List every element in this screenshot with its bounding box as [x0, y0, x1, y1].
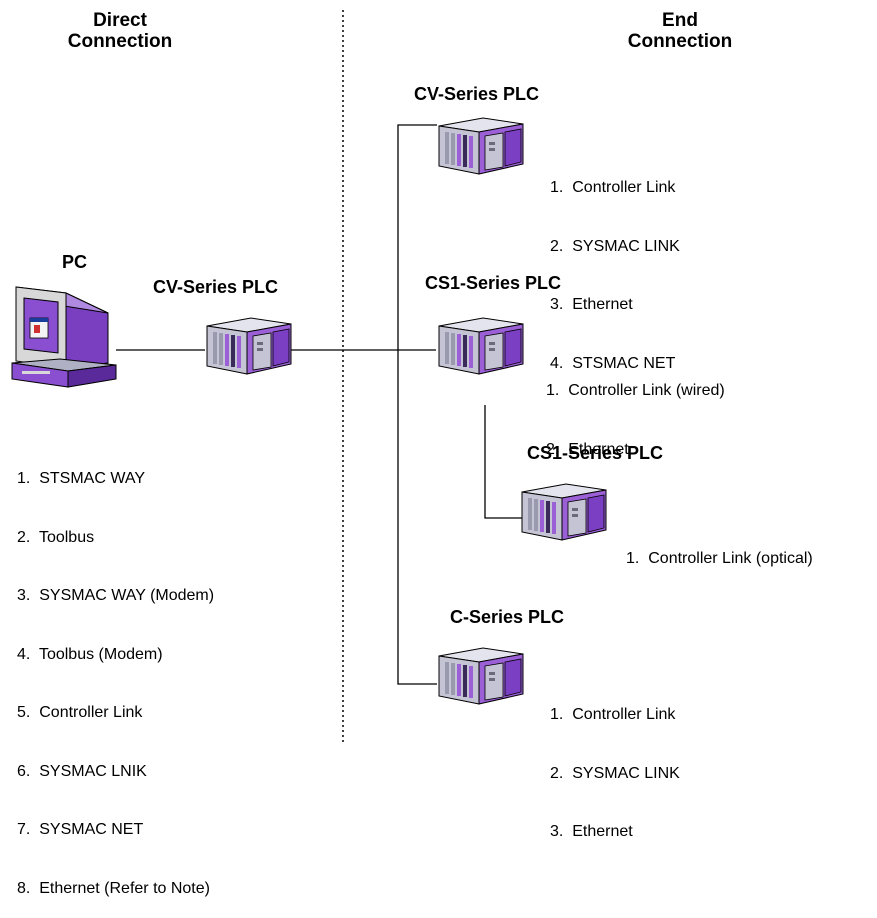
list-item: 2. Toolbus	[17, 528, 95, 546]
direct-plc-label: CV-Series PLC	[153, 277, 279, 297]
end-plc-3-label: CS1-Series PLC	[527, 443, 664, 463]
end-connection-header-line2: Connection	[627, 31, 733, 52]
end-connection-header-line1: End	[662, 10, 698, 31]
list-item: 6. SYSMAC LNIK	[17, 762, 147, 780]
list-item: 2. SYSMAC LINK	[550, 764, 680, 782]
list-item: 2. SYSMAC LINK	[550, 237, 680, 255]
list-item: 3. SYSMAC WAY (Modem)	[17, 587, 215, 604]
end-plc-1-label: CV-Series PLC	[414, 84, 540, 104]
list-item: 1. STSMAC WAY	[17, 470, 146, 487]
end-plc-2-label: CS1-Series PLC	[425, 273, 562, 293]
plc-icon	[437, 112, 525, 183]
list-item: 3. Ethernet	[550, 296, 633, 313]
direct-connection-header: Direct Connection	[55, 10, 185, 52]
connection-lines	[116, 10, 522, 742]
list-item: 7. SYSMAC NET	[17, 821, 144, 838]
end-plc-2-list: 1. Controller Link (wired) 2. Ethernet	[546, 342, 725, 479]
end-connection-header: End Connection	[605, 10, 755, 52]
plc-icon	[437, 642, 525, 713]
list-item: 2. Ethernet	[546, 440, 629, 458]
wire-cs1-to-cs1	[484, 405, 522, 519]
plc-icon	[437, 312, 525, 383]
list-item: 1. Controller Link (optical)	[626, 550, 813, 567]
plc-icon	[205, 312, 293, 383]
list-item: 1. Controller Link	[550, 706, 676, 723]
list-item: 4. Toolbus (Modem)	[17, 645, 163, 663]
list-item: 4. STSMAC NET	[550, 354, 676, 372]
pc-icon	[8, 283, 120, 398]
end-plc-4-label: C-Series PLC	[450, 607, 565, 627]
end-plc-4-list: 1. Controller Link 2. SYSMAC LINK 3. Eth…	[550, 666, 680, 861]
end-plc-1-list: 1. Controller Link 2. SYSMAC LINK 3. Eth…	[550, 139, 680, 393]
pc-label: PC	[62, 252, 88, 272]
pc-connection-list: 1. STSMAC WAY 2. Toolbus 3. SYSMAC WAY (…	[17, 430, 214, 918]
end-plc-3-list: 1. Controller Link (optical)	[626, 510, 813, 588]
list-item: 3. Ethernet	[550, 823, 633, 840]
direct-connection-header-line1: Direct	[93, 10, 147, 31]
wire-end-bus	[397, 124, 437, 685]
list-item: 1. Controller Link (wired)	[546, 382, 725, 399]
list-item: 1. Controller Link	[550, 179, 676, 196]
plc-icon	[520, 478, 608, 549]
direct-connection-header-line2: Connection	[67, 31, 173, 52]
list-item: 5. Controller Link	[17, 704, 143, 721]
list-item: 8. Ethernet (Refer to Note)	[17, 879, 210, 897]
